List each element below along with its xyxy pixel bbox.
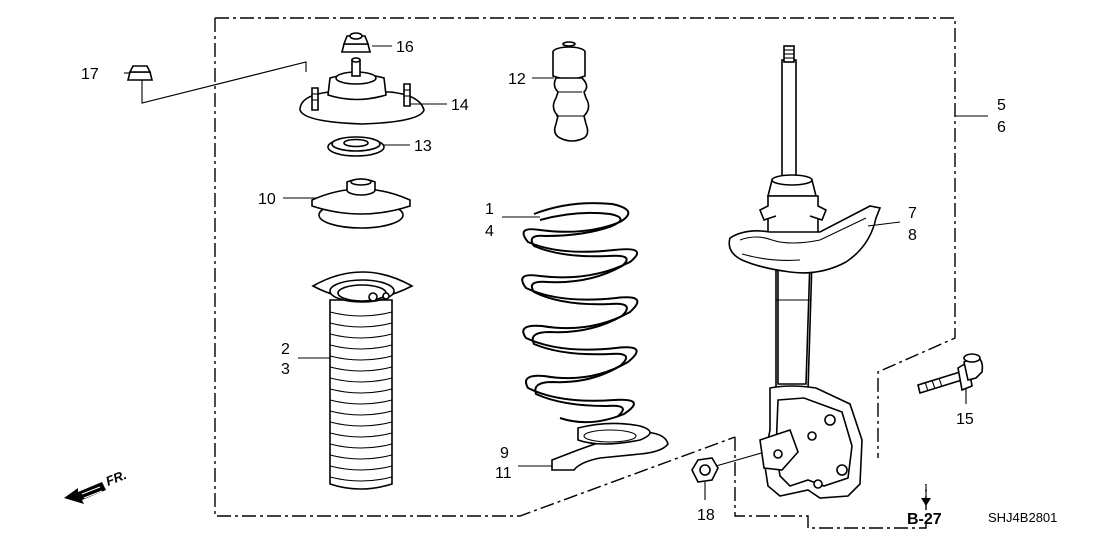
callout-17: 17 (81, 66, 99, 83)
front-indicator-label: FR. (104, 467, 129, 489)
reference-arrow (921, 484, 931, 506)
boot-rib (329, 344, 393, 350)
diagram-code: SHJ4B2801 (988, 510, 1057, 525)
callout-2: 2 (281, 341, 290, 358)
callout-10: 10 (258, 191, 276, 208)
upper-spring-seat-10 (311, 178, 411, 229)
boot-rib (329, 421, 393, 427)
self-locking-nut-16 (340, 32, 372, 53)
callout-13: 13 (414, 138, 432, 155)
boot-rib (329, 443, 393, 449)
boot-rib (329, 322, 393, 328)
boot-rib (329, 454, 393, 460)
coil-spring-1-4 (521, 202, 639, 424)
boot-rib (329, 311, 393, 317)
callout-4: 4 (485, 223, 494, 240)
callout-15: 15 (956, 411, 974, 428)
callout-3: 3 (281, 361, 290, 378)
boot-rib (329, 465, 393, 471)
callout-16: 16 (396, 39, 414, 56)
bump-stop-12 (552, 41, 590, 142)
lower-spring-perch-7-8 (728, 205, 882, 274)
front-arrow-icon (64, 482, 106, 504)
assembly-group-frame (214, 17, 956, 517)
dust-boot-2-3 (311, 271, 414, 490)
callout-12: 12 (508, 71, 526, 88)
mount-group-frame (734, 437, 927, 529)
callout-5: 5 (997, 97, 1006, 114)
boot-rib (329, 366, 393, 372)
callout-6: 6 (997, 119, 1006, 136)
callout-18: 18 (697, 507, 715, 524)
callout-9: 9 (500, 445, 509, 462)
boot-rib (329, 355, 393, 361)
leader-lines (124, 45, 988, 500)
boot-rib (329, 476, 393, 482)
flange-nut-17 (126, 61, 307, 104)
reference-label: B-27 (907, 511, 942, 528)
callout-1: 1 (485, 201, 494, 218)
flange-nut-18 (691, 449, 773, 483)
boot-rib (329, 410, 393, 416)
flange-bolt-15 (917, 353, 984, 395)
callout-14: 14 (451, 97, 469, 114)
boot-rib (329, 388, 393, 394)
callout-8: 8 (908, 227, 917, 244)
bearing-13 (327, 136, 385, 157)
lower-spring-seat-9-11 (551, 422, 669, 471)
boot-rib (329, 432, 393, 438)
callout-11: 11 (495, 465, 512, 482)
boot-rib (329, 399, 393, 405)
strut-mount-14 (299, 57, 425, 125)
boot-rib (329, 377, 393, 383)
callout-7: 7 (908, 205, 917, 222)
boot-rib (329, 333, 393, 339)
